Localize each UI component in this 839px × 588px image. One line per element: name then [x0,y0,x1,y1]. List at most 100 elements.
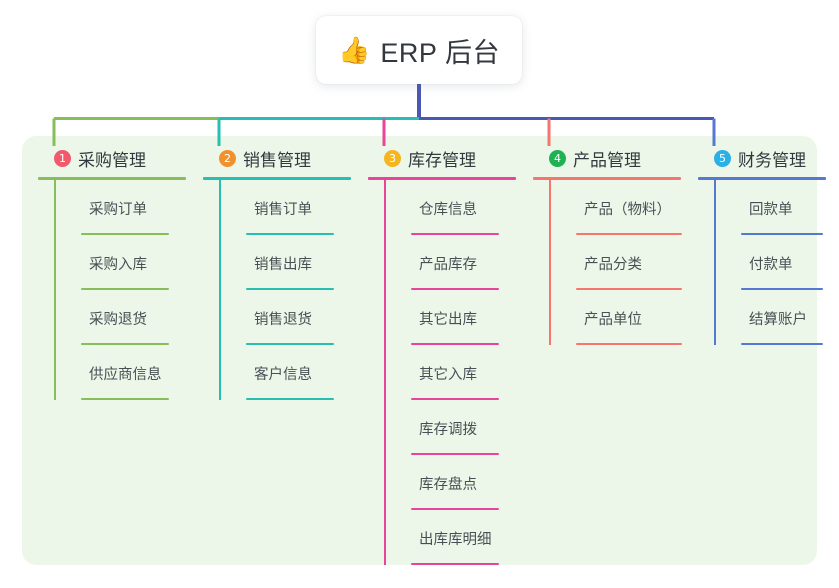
leaf-item-underline [81,398,169,400]
branch-items-3: 仓库信息产品库存其它出库其它入库库存调拨库存盘点出库库明细 [384,180,516,565]
leaf-item-label: 回款单 [749,202,793,218]
leaf-item-label: 仓库信息 [419,202,477,218]
leaf-item[interactable]: 付款单 [741,235,826,290]
leaf-item[interactable]: 结算账户 [741,290,826,345]
leaf-item[interactable]: 客户信息 [246,345,351,400]
leaf-item-underline [81,288,169,290]
branch-header-3[interactable]: 3 库存管理 [368,146,516,170]
leaf-item-label: 付款单 [749,257,793,273]
branch-title-3: 库存管理 [408,150,476,170]
leaf-item[interactable]: 出库库明细 [411,510,516,565]
leaf-item-underline [411,508,499,510]
branch-underline-4 [533,177,681,180]
branch-badge-2: 2 [219,149,236,167]
leaf-item-underline [741,233,823,235]
leaf-item-label: 其它出库 [419,312,477,328]
leaf-item-underline [741,288,823,290]
branch-header-4[interactable]: 4 产品管理 [533,146,681,170]
leaf-item-label: 出库库明细 [419,532,492,548]
leaf-item-label: 销售订单 [254,202,312,218]
leaf-item-label: 采购订单 [89,202,147,218]
branch-underline-2 [203,177,351,180]
branch-items-5: 回款单付款单结算账户 [714,180,826,345]
leaf-item-underline [411,398,499,400]
leaf-item[interactable]: 回款单 [741,180,826,235]
leaf-item-underline [411,453,499,455]
branch-column-2: 2 销售管理销售订单销售出库销售退货客户信息 [203,146,351,400]
leaf-item-label: 库存调拨 [419,422,477,438]
leaf-item[interactable]: 采购退货 [81,290,186,345]
branch-spine-2 [219,180,221,400]
leaf-item[interactable]: 产品（物料） [576,180,682,235]
branch-items-1: 采购订单采购入库采购退货供应商信息 [54,180,186,400]
leaf-item-underline [411,233,499,235]
branch-badge-5: 5 [714,149,731,167]
leaf-item-underline [576,233,682,235]
leaf-item[interactable]: 供应商信息 [81,345,186,400]
leaf-item-label: 供应商信息 [89,367,162,383]
branch-underline-3 [368,177,516,180]
leaf-item-underline [81,343,169,345]
leaf-item-underline [81,233,169,235]
leaf-item-underline [246,233,334,235]
leaf-item-label: 采购退货 [89,312,147,328]
branch-header-2[interactable]: 2 销售管理 [203,146,351,170]
leaf-item[interactable]: 采购订单 [81,180,186,235]
branch-items-4: 产品（物料） 产品分类产品单位 [549,180,682,345]
leaf-item[interactable]: 销售订单 [246,180,351,235]
leaf-item-label: 销售出库 [254,257,312,273]
branch-title-5: 财务管理 [738,150,806,170]
leaf-item-underline [576,288,682,290]
leaf-item[interactable]: 库存盘点 [411,455,516,510]
diagram-panel [22,136,817,565]
branch-column-3: 3 库存管理仓库信息产品库存其它出库其它入库库存调拨库存盘点出库库明细 [368,146,516,565]
branch-spine-1 [54,180,56,400]
thumbs-up-icon: 👍 [338,35,371,65]
branch-title-4: 产品管理 [573,150,641,170]
branch-underline-1 [38,177,186,180]
leaf-item-underline [741,343,823,345]
branch-column-4: 4 产品管理产品（物料） 产品分类产品单位 [533,146,682,345]
leaf-item[interactable]: 产品分类 [576,235,682,290]
leaf-item-label: 采购入库 [89,257,147,273]
leaf-item-underline [246,398,334,400]
branch-spine-4 [549,180,551,345]
leaf-item[interactable]: 销售退货 [246,290,351,345]
leaf-item[interactable]: 其它入库 [411,345,516,400]
branch-title-1: 采购管理 [78,150,146,170]
leaf-item-underline [411,563,499,565]
branch-spine-5 [714,180,716,345]
leaf-item-underline [576,343,682,345]
leaf-item[interactable]: 采购入库 [81,235,186,290]
leaf-item-label: 结算账户 [749,312,807,328]
leaf-item-underline [411,288,499,290]
leaf-item[interactable]: 产品库存 [411,235,516,290]
leaf-item-label: 销售退货 [254,312,312,328]
branch-underline-5 [698,177,826,180]
leaf-item-label: 产品单位 [584,312,642,328]
branch-title-2: 销售管理 [243,150,311,170]
leaf-item[interactable]: 其它出库 [411,290,516,345]
leaf-item-label: 库存盘点 [419,477,477,493]
leaf-item-label: 产品库存 [419,257,477,273]
branch-badge-3: 3 [384,149,401,167]
branch-badge-4: 4 [549,149,566,167]
leaf-item-label: 其它入库 [419,367,477,383]
root-title: ERP 后台 [380,37,500,68]
leaf-item-label: 产品（物料） [584,202,671,218]
leaf-item-label: 客户信息 [254,367,312,383]
leaf-item[interactable]: 库存调拨 [411,400,516,455]
leaf-item-label: 产品分类 [584,257,642,273]
root-node[interactable]: 👍 ERP 后台 [316,16,522,84]
branch-spine-3 [384,180,386,565]
leaf-item-underline [246,288,334,290]
branch-column-1: 1 采购管理采购订单采购入库采购退货供应商信息 [38,146,186,400]
leaf-item[interactable]: 仓库信息 [411,180,516,235]
branch-header-1[interactable]: 1 采购管理 [38,146,186,170]
leaf-item-underline [246,343,334,345]
leaf-item[interactable]: 产品单位 [576,290,682,345]
branch-items-2: 销售订单销售出库销售退货客户信息 [219,180,351,400]
leaf-item[interactable]: 销售出库 [246,235,351,290]
branch-badge-1: 1 [54,149,71,167]
branch-header-5[interactable]: 5 财务管理 [698,146,826,170]
